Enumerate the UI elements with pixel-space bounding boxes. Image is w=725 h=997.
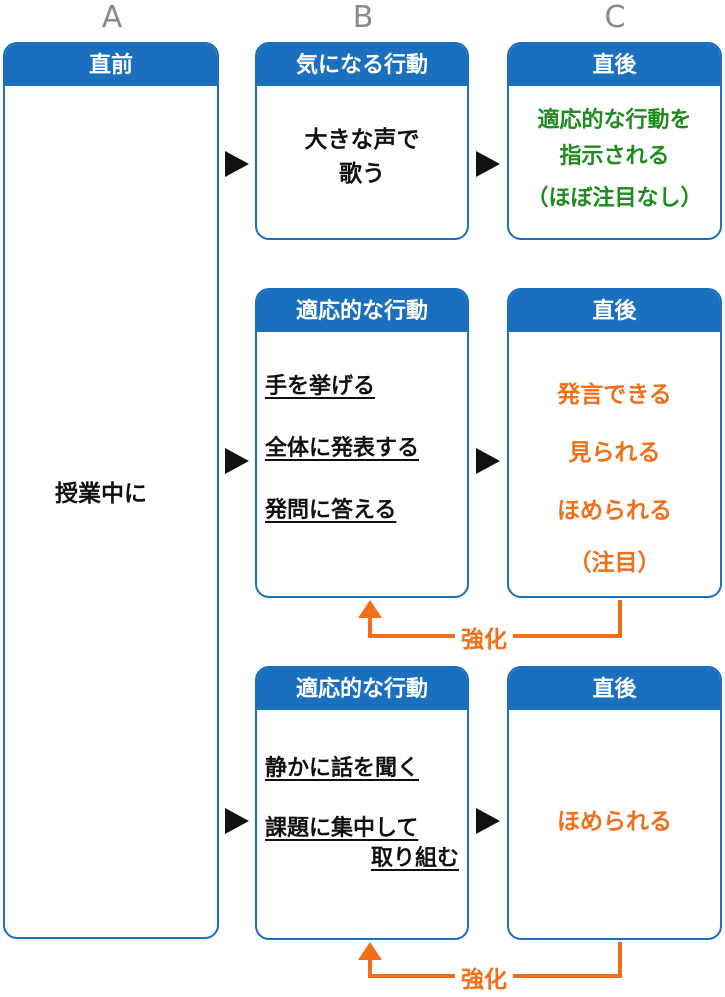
arrow-b-to-c-row3 — [476, 808, 500, 834]
behavior-item: 全体に発表する — [265, 436, 420, 461]
arrow-a-to-b-row2 — [225, 448, 249, 474]
consequence-text-row2-line2: 見られる — [568, 440, 661, 466]
behavior-header-row2: 適応的な行動 — [257, 290, 467, 332]
behavior-item: 発問に答える — [265, 498, 397, 523]
consequence-header-row2: 直後 — [509, 290, 720, 332]
consequence-box-row3: 直後 ほめられる — [507, 666, 722, 940]
consequence-text-row2-line4: （注目） — [568, 550, 661, 576]
behavior-item: 取り組む — [370, 846, 459, 871]
consequence-box-row1: 直後 適応的な行動を 指示される （ほぼ注目なし） — [507, 42, 722, 240]
consequence-box-row2: 直後 発言できる 見られる ほめられる （注目） — [507, 288, 722, 598]
antecedent-text: 授業中に — [55, 481, 147, 507]
reinforcement-label-row2: 強化 — [455, 620, 513, 654]
consequence-text-row2-line1: 発言できる — [557, 382, 672, 408]
behavior-text-row1-line2: 歌う — [339, 161, 385, 187]
column-label-c: C — [604, 0, 626, 35]
column-label-a: A — [101, 0, 123, 35]
behavior-box-row2: 適応的な行動 手を挙げる 全体に発表する 発問に答える — [255, 288, 469, 598]
behavior-box-row1: 気になる行動 大きな声で 歌う — [255, 42, 469, 240]
arrow-b-to-c-row2 — [476, 448, 500, 474]
reinforcement-label-row3: 強化 — [455, 960, 513, 994]
consequence-text-row2-line3: ほめられる — [557, 498, 672, 524]
consequence-text-row1-line1: 適応的な行動を — [537, 108, 692, 133]
arrow-a-to-b-row1 — [225, 151, 249, 177]
column-label-b: B — [352, 0, 374, 35]
consequence-header-row1: 直後 — [509, 44, 720, 86]
behavior-box-row3: 適応的な行動 静かに話を聞く 課題に集中して 取り組む — [255, 666, 469, 940]
behavior-header-row1: 気になる行動 — [257, 44, 467, 86]
behavior-header-row3: 適応的な行動 — [257, 668, 467, 710]
behavior-item: 手を挙げる — [265, 374, 376, 399]
consequence-text-row1-line2: 指示される — [559, 144, 670, 169]
behavior-item: 静かに話を聞く — [265, 756, 420, 781]
arrow-a-to-b-row3 — [225, 808, 249, 834]
behavior-text-row1-line1: 大きな声で — [304, 127, 420, 153]
consequence-text-row1-line3: （ほぼ注目なし） — [526, 186, 703, 211]
arrow-b-to-c-row1 — [476, 151, 500, 177]
consequence-header-row3: 直後 — [509, 668, 720, 710]
behavior-item: 課題に集中して — [265, 816, 419, 841]
antecedent-box: 直前 — [3, 42, 219, 939]
antecedent-header: 直前 — [5, 44, 217, 86]
consequence-text-row3-line1: ほめられる — [557, 809, 672, 835]
